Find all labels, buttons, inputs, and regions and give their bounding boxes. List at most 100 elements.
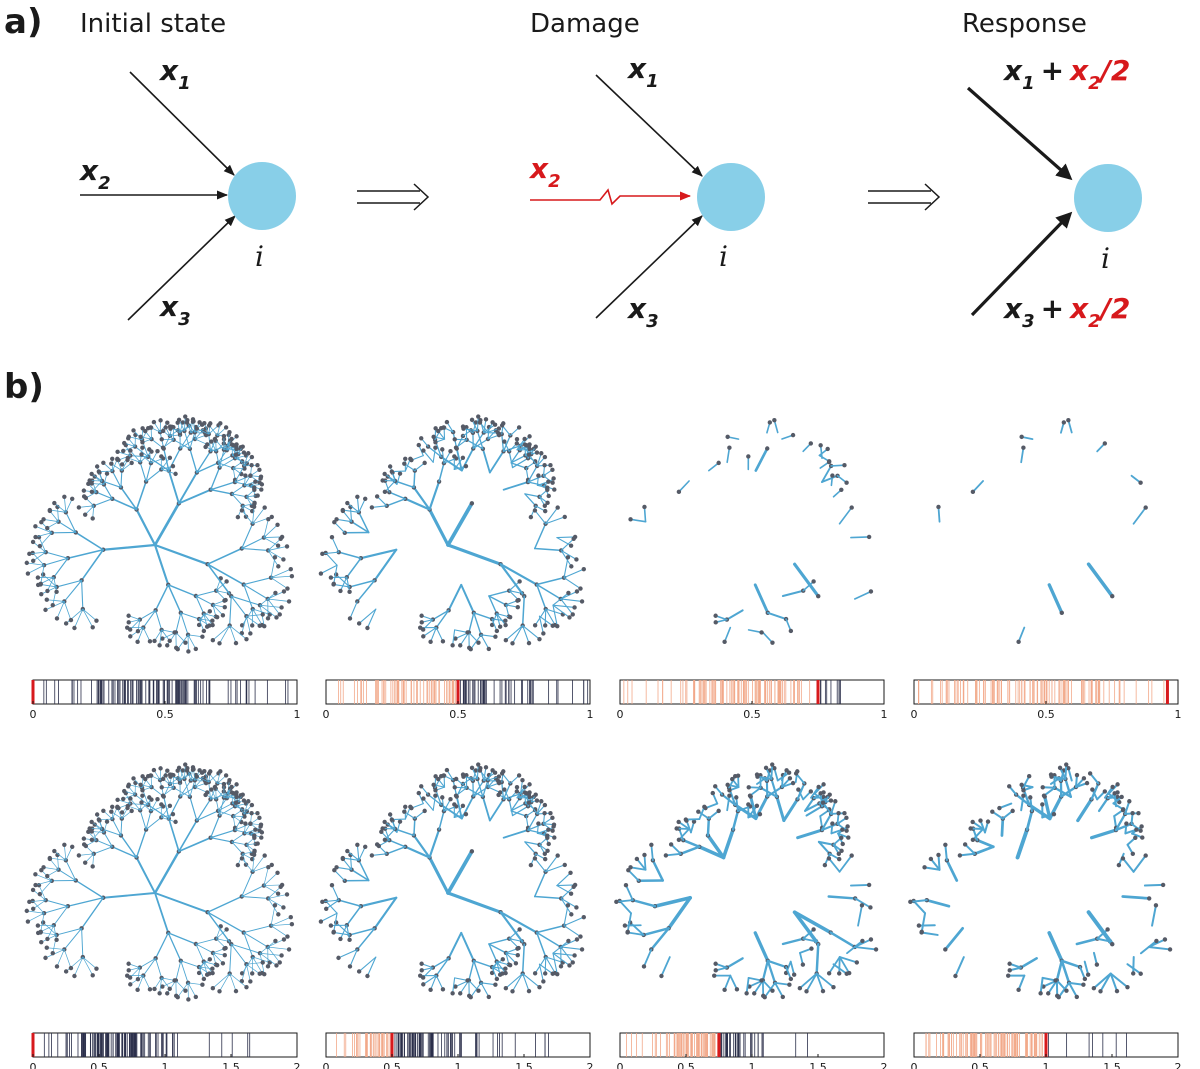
network-edge [1017, 626, 1026, 643]
network-node [90, 516, 95, 521]
network-node [89, 837, 95, 843]
network-edge [235, 802, 245, 815]
network-node [248, 821, 253, 826]
network-node [38, 929, 43, 934]
network-node [581, 914, 586, 920]
tick-label: 0 [30, 1061, 37, 1069]
network-node [759, 630, 764, 635]
network-node [494, 628, 500, 634]
network-node [257, 623, 262, 628]
network-edge [139, 609, 157, 621]
network-edge [850, 884, 871, 887]
edge-x3-response [970, 211, 1073, 317]
network-edge [792, 910, 833, 935]
network-edge [545, 956, 556, 974]
network-edge [1055, 979, 1068, 992]
network-edge [1132, 506, 1147, 525]
tick-label: 1 [1043, 1061, 1050, 1069]
network-edge [180, 612, 189, 636]
network-edge [706, 833, 726, 860]
network-edge [804, 802, 821, 812]
network-edge [160, 469, 176, 475]
network-edge [103, 483, 113, 500]
network-edge [263, 536, 283, 538]
network-node [1007, 784, 1012, 789]
network-edge [43, 557, 69, 566]
network-node [502, 787, 507, 792]
network-edge [653, 895, 692, 909]
network-node [284, 892, 290, 897]
network-node [281, 557, 286, 562]
network-edge [348, 579, 376, 588]
network-edge [805, 972, 818, 993]
network-edge [452, 629, 456, 646]
network-node [252, 487, 257, 492]
network-edge [102, 543, 157, 551]
network-edge [412, 486, 431, 511]
network-edge [802, 928, 815, 940]
network-edge [333, 912, 338, 933]
network-node [421, 796, 426, 801]
network-node [151, 419, 157, 425]
network-edge [206, 563, 245, 586]
network-node [458, 991, 463, 996]
network-edge [57, 506, 59, 523]
network-node [217, 641, 222, 646]
network-node [83, 843, 89, 849]
network-edge [499, 911, 538, 934]
network-edge [82, 608, 94, 628]
network-node [276, 564, 281, 569]
network-node [63, 969, 69, 974]
network-node [574, 589, 580, 594]
network-node [94, 966, 99, 971]
network-node [840, 841, 845, 847]
network-node [127, 975, 133, 980]
network-edge [615, 899, 634, 903]
network-node [469, 417, 475, 423]
network-edge [1126, 963, 1142, 975]
network-node [831, 984, 836, 990]
network-edge [1147, 945, 1172, 951]
network-node [1040, 785, 1045, 790]
network-edge [481, 447, 491, 474]
network-node [542, 802, 548, 808]
network-node [676, 837, 682, 843]
network-node [534, 798, 540, 803]
network-node [129, 460, 134, 466]
network-edge [828, 857, 841, 873]
network-node [674, 826, 679, 831]
network-edge [563, 925, 582, 938]
network-node [125, 455, 130, 461]
tick-label: 0 [617, 1061, 624, 1069]
network-node [122, 788, 127, 794]
network-edge [209, 489, 233, 495]
network-edge [161, 977, 175, 981]
network-edge [356, 844, 360, 861]
network-edge [533, 870, 547, 898]
network-edge [666, 895, 692, 931]
network-edge [243, 577, 272, 586]
network-edge [462, 776, 478, 780]
network-edge [231, 832, 245, 843]
network-node [115, 805, 120, 810]
tick-label: 2 [294, 1061, 301, 1069]
network-node [713, 961, 718, 966]
network-node [82, 860, 88, 865]
network-edge [45, 899, 69, 907]
network-node [363, 844, 368, 849]
network-edge [137, 975, 144, 991]
network-edge [971, 827, 985, 841]
network-edge [160, 457, 171, 470]
network-edge [53, 924, 57, 941]
network-edge [480, 982, 496, 986]
network-edge [259, 604, 282, 608]
network-edge [196, 798, 212, 822]
network-node [727, 788, 732, 793]
network-node [285, 586, 290, 591]
network-node [514, 784, 520, 790]
network-node [542, 810, 547, 816]
network-edge [267, 598, 290, 602]
network-edge [453, 805, 464, 818]
network-edge [804, 797, 815, 812]
threshold-bar-frame [913, 679, 1179, 705]
